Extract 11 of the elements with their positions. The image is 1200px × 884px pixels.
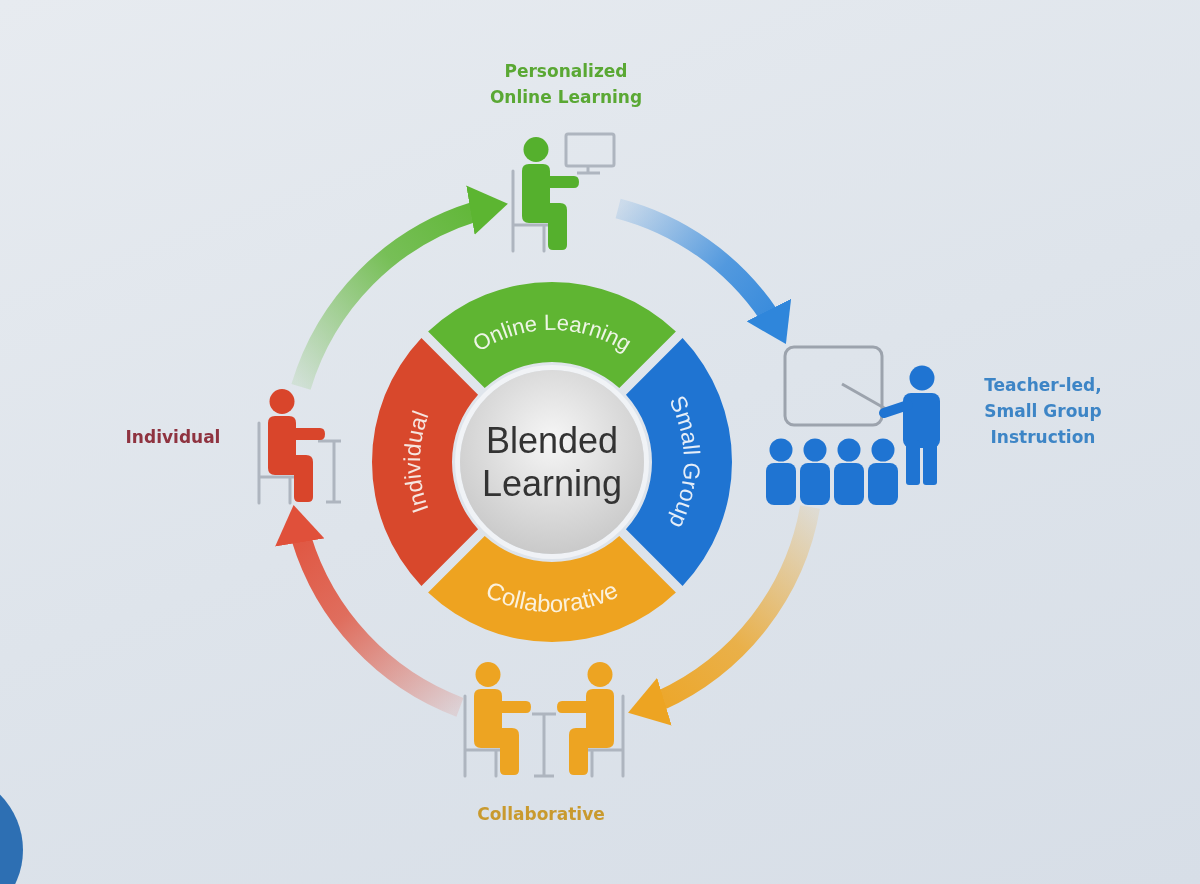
station-label: Personalized Online Learning xyxy=(488,60,644,109)
station-label: Teacher-led, Small Group Instruction xyxy=(983,374,1103,449)
ring-segment xyxy=(428,282,676,389)
station-label: Collaborative xyxy=(476,803,606,826)
center-circle xyxy=(460,370,644,554)
center-label: Blended Learning xyxy=(480,419,624,505)
curved-arrow xyxy=(277,502,464,717)
ring-segment xyxy=(428,535,676,642)
station-label: Individual xyxy=(124,426,222,449)
teacher-with-students-icon xyxy=(764,344,942,507)
segment-label: Collaborative xyxy=(482,575,622,618)
